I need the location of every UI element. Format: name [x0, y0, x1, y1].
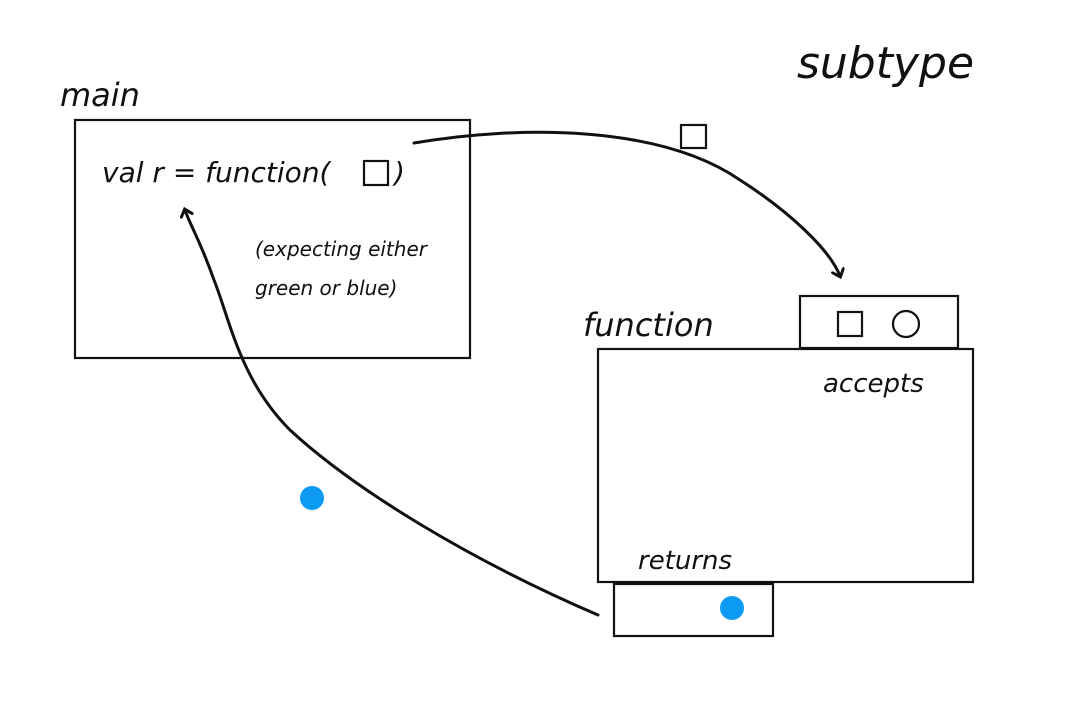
main-note-line1: (expecting either: [255, 237, 429, 261]
returned-blue-circle-icon: [300, 486, 324, 510]
returns-port-box: [612, 582, 775, 638]
diagram-title: subtype: [797, 38, 974, 89]
accepts-label: accepts: [823, 369, 924, 399]
return-arrow: [185, 210, 600, 617]
accepts-square-icon: [836, 310, 864, 338]
argument-square-icon: [362, 159, 390, 187]
main-code-prefix: val r = function(: [102, 156, 332, 189]
function-label: function: [583, 306, 714, 344]
main-note-line2: green or blue): [255, 276, 397, 300]
argument-arrow: [412, 130, 840, 276]
main-code-suffix: ): [392, 156, 405, 189]
function-box: [596, 347, 975, 584]
main-label: main: [60, 76, 140, 114]
main-box: [73, 118, 472, 360]
argument-in-flight-square-icon: [679, 123, 708, 150]
accepts-port-box: [798, 294, 960, 350]
accepts-circle-icon: [891, 309, 921, 339]
returns-blue-circle-icon: [720, 596, 744, 620]
returns-label: returns: [638, 546, 732, 576]
